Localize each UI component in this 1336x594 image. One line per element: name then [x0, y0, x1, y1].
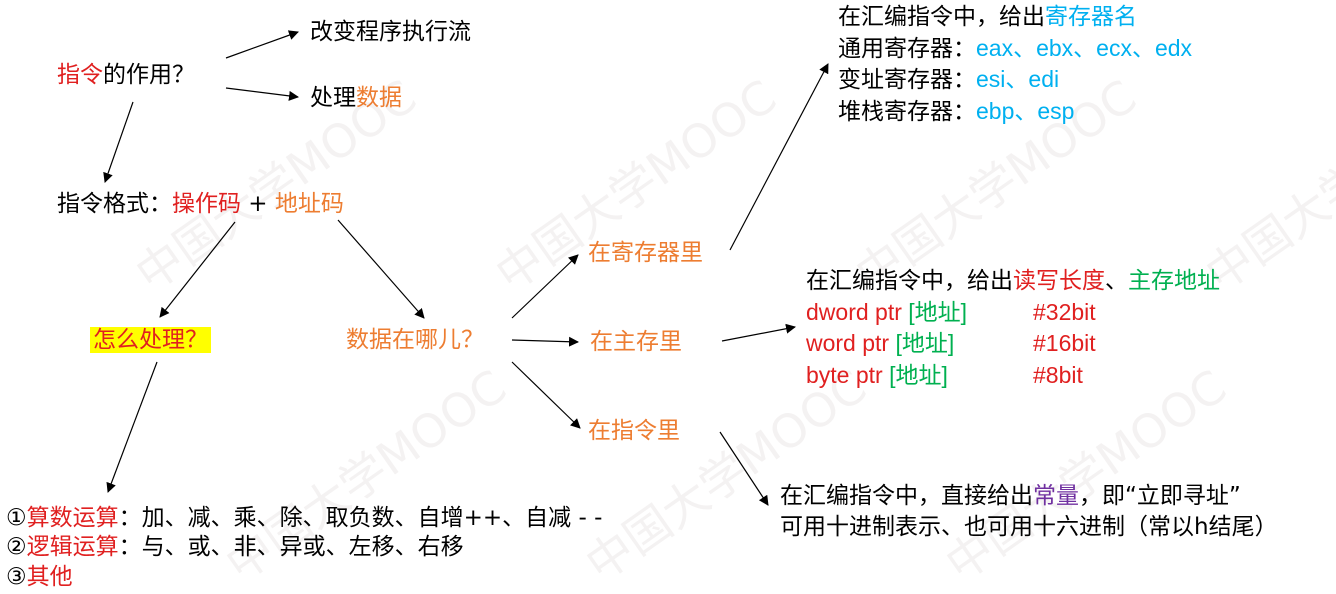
memory-row-comment: #32bit	[1033, 299, 1096, 325]
arrow-role-to-process	[225, 87, 299, 101]
memory-line1-address: 主存地址	[1128, 268, 1220, 294]
role-question-keyword: 指令	[57, 62, 103, 88]
register-line1-text: 在汇编指令中，给出	[838, 4, 1045, 30]
memory-line1-length: 读写长度	[1013, 268, 1105, 294]
format-addr: 地址码	[274, 191, 344, 217]
memory-line1-text: 在汇编指令中，给出	[806, 268, 1013, 294]
location-memory: 在主存里	[590, 329, 682, 355]
register-general-list: eax、ebx、ecx、edx	[976, 35, 1193, 61]
arrow-instruction-to-box	[719, 431, 769, 506]
register-line1-keyword: 寄存器名	[1045, 4, 1137, 30]
ops-logic-label: 逻辑运算	[26, 534, 119, 560]
ops-arith-label: 算数运算	[26, 505, 119, 531]
arrow-memory-to-box	[721, 323, 796, 342]
format-opcode: 操作码	[172, 191, 241, 217]
register-line1: 在汇编指令中，给出寄存器名	[838, 2, 1137, 32]
register-stack-list: ebp、esp	[976, 98, 1075, 124]
immediate-line1-text: 在汇编指令中，直接给出	[780, 483, 1033, 509]
role-process-object: 数据	[356, 85, 402, 111]
memory-row-ptr: byte ptr	[806, 362, 890, 388]
memory-row: word ptr [地址]	[806, 328, 954, 358]
arrow-role-to-flow	[225, 30, 299, 59]
how-question: 怎么处理？	[90, 325, 211, 355]
instruction-format: 指令格式：操作码 + 地址码	[57, 189, 344, 219]
ops-arith-num: ①	[6, 505, 27, 531]
register-index: 变址寄存器：esi、edi	[838, 64, 1059, 95]
role-question-rest: 的作用？	[103, 62, 195, 88]
ops-other-num: ③	[6, 564, 27, 590]
format-plus: +	[241, 191, 275, 217]
arrow-where-to-register	[511, 254, 579, 319]
memory-row: dword ptr [地址]	[806, 297, 967, 327]
ops-logic: ②逻辑运算：与、或、非、异或、左移、右移	[6, 532, 464, 562]
ops-arith: ①算数运算：加、减、乘、除、取负数、自增++、自减 - -	[6, 503, 602, 533]
register-general: 通用寄存器：eax、ebx、ecx、edx	[838, 33, 1192, 64]
register-stack-label: 堆栈寄存器：	[838, 99, 976, 125]
where-question: 数据在哪儿？	[346, 327, 484, 353]
ops-arith-items: ：加、减、乘、除、取负数、自增++、自减 - -	[118, 505, 603, 531]
register-stack: 堆栈寄存器：ebp、esp	[838, 96, 1074, 127]
register-general-label: 通用寄存器：	[838, 36, 976, 62]
memory-line1: 在汇编指令中，给出读写长度、主存地址	[806, 266, 1220, 296]
register-index-label: 变址寄存器：	[838, 67, 976, 93]
immediate-line1-constant: 常量	[1033, 483, 1079, 509]
role-question: 指令的作用？	[57, 60, 195, 90]
how-question-highlight: 怎么处理？	[90, 327, 211, 353]
memory-row-ptr: word ptr	[806, 330, 896, 356]
immediate-line2: 可用十进制表示、也可用十六进制（常以h结尾）	[780, 514, 1278, 540]
ops-logic-num: ②	[6, 534, 27, 560]
arrow-role-to-format	[103, 101, 134, 183]
memory-row-addr: [地址]	[889, 362, 948, 388]
arrow-where-to-memory	[511, 336, 579, 347]
immediate-line1-rest: ，即“立即寻址”	[1079, 483, 1241, 509]
memory-row-addr: [地址]	[908, 299, 968, 325]
role-process-verb: 处理	[310, 85, 356, 111]
location-instruction: 在指令里	[588, 418, 680, 444]
location-register: 在寄存器里	[588, 240, 703, 266]
memory-row-comment: #8bit	[1033, 362, 1083, 388]
arrow-opcode-to-how	[159, 221, 236, 318]
role-change-flow: 改变程序执行流	[310, 19, 471, 45]
arrow-how-to-ops	[106, 361, 158, 493]
memory-row-comment: #16bit	[1033, 330, 1096, 356]
ops-other-label: 其他	[26, 564, 73, 590]
role-process-data: 处理数据	[310, 83, 402, 113]
memory-line1-sep: 、	[1105, 268, 1128, 294]
arrow-where-to-instruction	[511, 361, 581, 429]
register-index-list: esi、edi	[976, 66, 1060, 92]
memory-row-ptr: dword ptr	[806, 299, 909, 325]
arrow-register-to-box	[729, 63, 829, 251]
ops-other: ③其他	[6, 562, 73, 592]
memory-row-addr: [地址]	[895, 330, 955, 356]
memory-row: byte ptr [地址]	[806, 360, 948, 390]
immediate-line1: 在汇编指令中，直接给出常量，即“立即寻址”	[780, 481, 1241, 511]
format-label: 指令格式：	[57, 191, 172, 217]
ops-logic-items: ：与、或、非、异或、左移、右移	[118, 534, 464, 560]
arrow-addr-to-where	[337, 219, 425, 319]
